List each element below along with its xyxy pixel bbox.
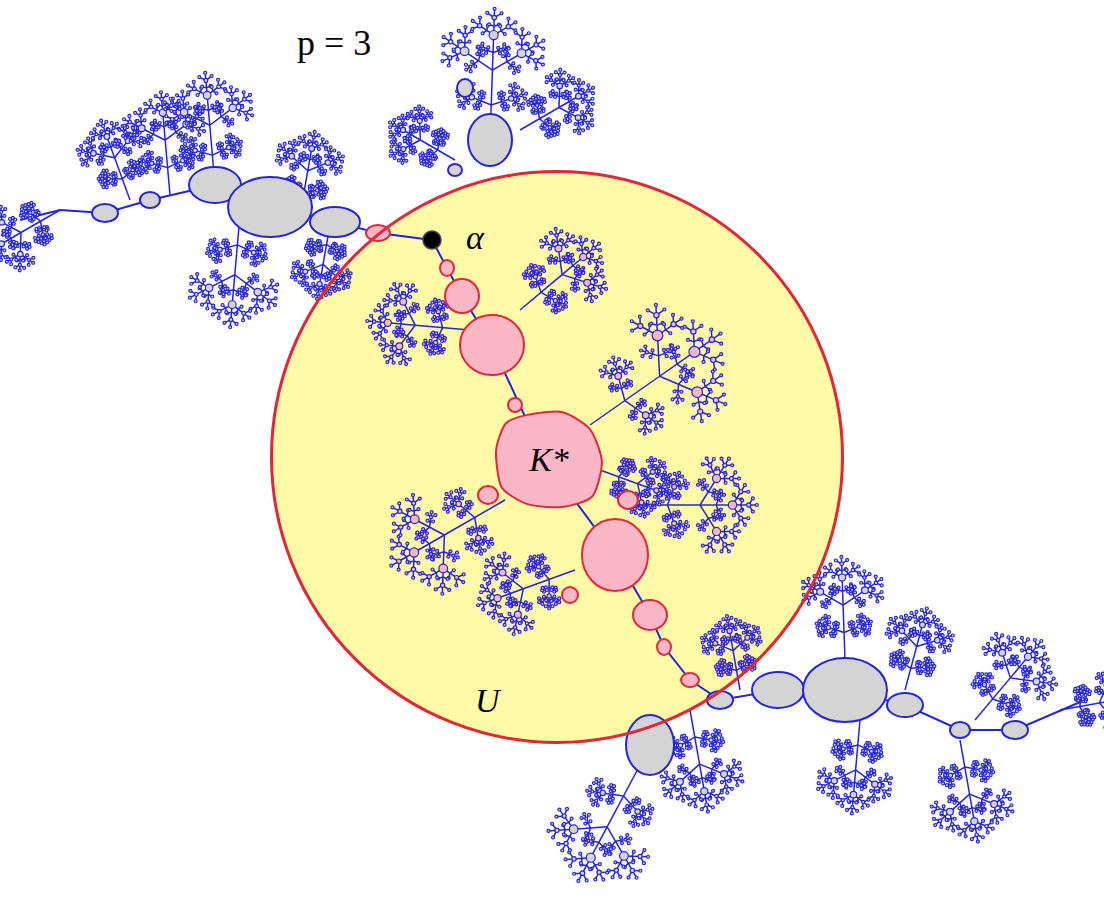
figure-stage: UK*p = 3α	[0, 0, 1104, 912]
